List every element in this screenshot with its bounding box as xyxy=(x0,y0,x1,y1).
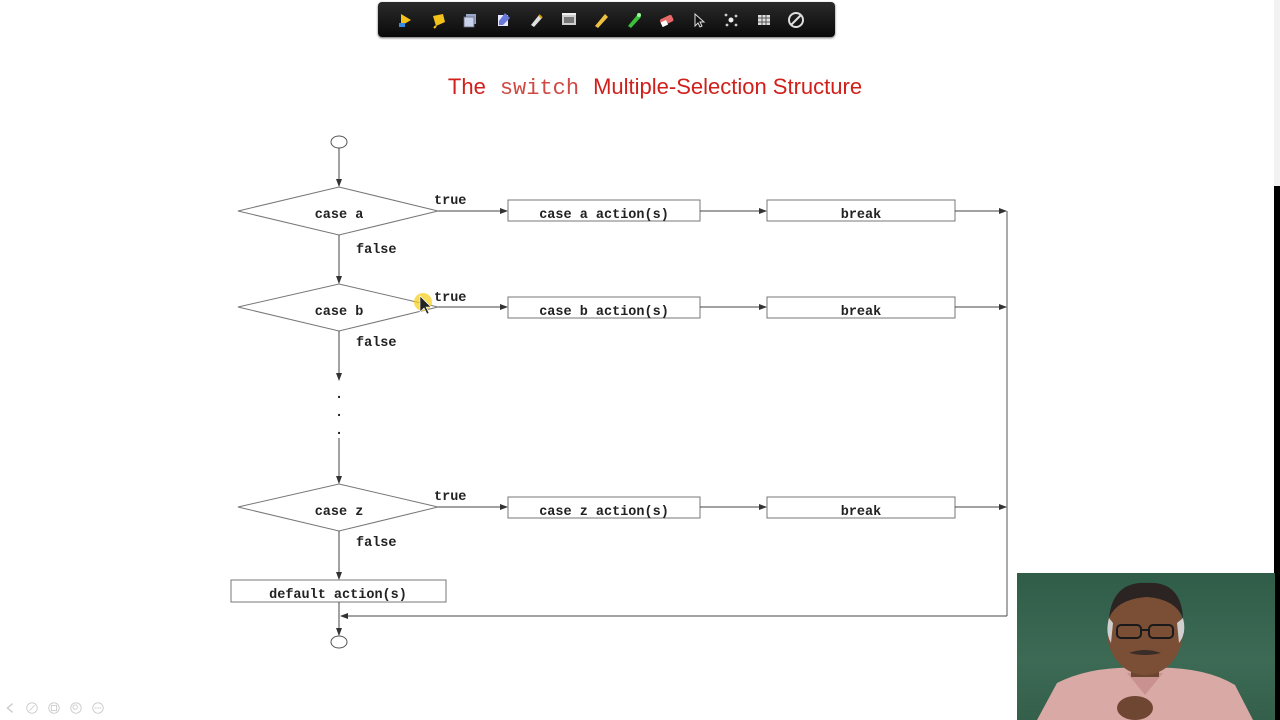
true-label-a: true xyxy=(434,194,466,209)
title-pre: The xyxy=(447,74,486,99)
green-marker-icon[interactable] xyxy=(624,10,644,30)
end-node xyxy=(330,635,348,649)
decision-case-b-label: case b xyxy=(315,305,364,320)
default-action-label: default action(s) xyxy=(269,588,407,603)
action-case-b-label: case b action(s) xyxy=(539,305,669,320)
zoom-icon[interactable] xyxy=(68,700,84,716)
decision-case-a-label: case a xyxy=(315,208,364,223)
ellipsis-dot-2: . xyxy=(335,406,343,421)
eraser-icon[interactable] xyxy=(656,10,676,30)
start-node xyxy=(330,135,348,149)
true-label-b: true xyxy=(434,291,466,306)
laser-icon[interactable] xyxy=(721,10,741,30)
break-a-label: break xyxy=(841,208,882,223)
arrow-next-icon[interactable] xyxy=(396,10,416,30)
ellipsis-dot-3: . xyxy=(335,424,343,439)
decision-case-z-label: case z xyxy=(315,505,364,520)
scrollbar-track[interactable] xyxy=(1274,0,1280,720)
grid-icon[interactable] xyxy=(754,10,774,30)
no-entry-icon[interactable] xyxy=(786,10,806,30)
break-z-label: break xyxy=(841,505,882,520)
pen-icon[interactable] xyxy=(494,10,514,30)
action-case-a-label: case a action(s) xyxy=(539,208,669,223)
slideshow-controls xyxy=(2,699,106,717)
false-label-b: false xyxy=(356,336,397,351)
pen-tool-icon[interactable] xyxy=(24,700,40,716)
false-label-a: false xyxy=(356,243,397,258)
slide-title: The switch Multiple-Selection Structure xyxy=(0,74,1280,101)
cursor-icon[interactable] xyxy=(689,10,709,30)
screen-icon[interactable] xyxy=(559,10,579,30)
annotation-toolbar xyxy=(378,2,835,37)
true-label-z: true xyxy=(434,490,466,505)
action-case-z-label: case z action(s) xyxy=(539,505,669,520)
presenter-figure xyxy=(1037,582,1253,720)
break-b-label: break xyxy=(841,305,882,320)
slides-grid-icon[interactable] xyxy=(46,700,62,716)
ellipsis-dot-1: . xyxy=(335,388,343,403)
highlighter-icon[interactable] xyxy=(526,10,546,30)
title-post: Multiple-Selection Structure xyxy=(593,74,863,99)
mouse-cursor-icon xyxy=(419,295,432,315)
previous-slide-icon[interactable] xyxy=(2,700,18,716)
title-code: switch xyxy=(499,76,580,101)
marker-icon[interactable] xyxy=(591,10,611,30)
presenter-video xyxy=(1017,573,1275,720)
scrollbar-thumb[interactable] xyxy=(1274,0,1280,186)
false-label-z: false xyxy=(356,536,397,551)
slides-icon[interactable] xyxy=(461,10,481,30)
more-options-icon[interactable] xyxy=(90,700,106,716)
pointer-icon[interactable] xyxy=(429,10,449,30)
